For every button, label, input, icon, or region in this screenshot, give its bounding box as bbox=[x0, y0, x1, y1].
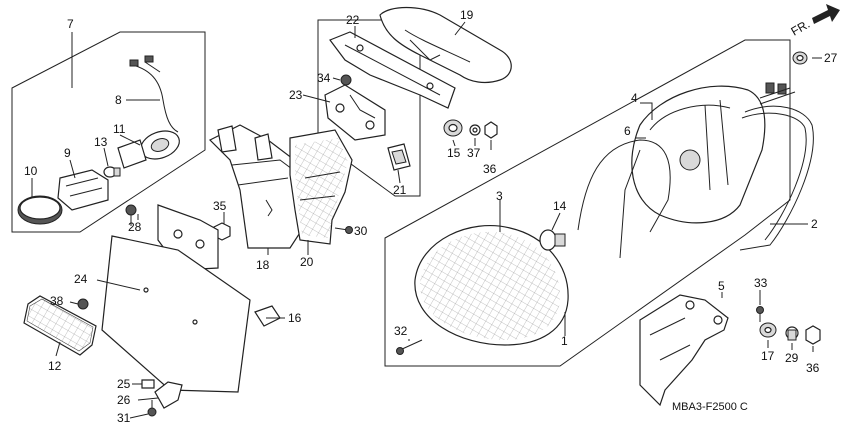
leader-lines bbox=[31, 21, 822, 419]
callout-4: 4 bbox=[631, 91, 638, 105]
callout-12: 12 bbox=[48, 359, 62, 373]
callout-34: 34 bbox=[317, 71, 331, 85]
bolt-28 bbox=[125, 204, 137, 226]
collar-29 bbox=[785, 326, 799, 341]
callout-13: 13 bbox=[94, 135, 108, 149]
screw-30 bbox=[334, 226, 353, 234]
callout-2: 2 bbox=[811, 217, 818, 231]
callout-30: 30 bbox=[354, 224, 368, 238]
diagram-code: MBA3-F2500 C bbox=[672, 401, 748, 413]
callout-11: 11 bbox=[113, 122, 126, 136]
callout-36-lower: 36 bbox=[806, 361, 820, 375]
callout-31: 31 bbox=[117, 411, 131, 425]
license-bracket-upper bbox=[329, 31, 456, 109]
callout-38: 38 bbox=[50, 294, 64, 308]
callout-37: 37 bbox=[467, 146, 481, 160]
taillight-bulb bbox=[539, 229, 566, 251]
screw-31 bbox=[147, 400, 157, 417]
rear-grab-cover bbox=[379, 6, 512, 84]
front-direction-arrow bbox=[812, 4, 840, 24]
bolt-38 bbox=[77, 298, 89, 310]
callout-6: 6 bbox=[624, 124, 631, 138]
grommet-15 bbox=[443, 119, 463, 137]
callout-3: 3 bbox=[496, 189, 503, 203]
callout-28: 28 bbox=[128, 220, 142, 234]
callout-32: 32 bbox=[394, 324, 408, 338]
callout-19: 19 bbox=[460, 8, 474, 22]
rear-fender-upper bbox=[208, 124, 306, 249]
bracket-26 bbox=[154, 381, 183, 409]
callout-labels: 7 8 11 9 13 10 22 19 34 23 21 35 28 30 1… bbox=[24, 8, 838, 425]
callout-35: 35 bbox=[213, 199, 227, 213]
taillight-housing bbox=[631, 85, 766, 224]
license-plate bbox=[101, 235, 251, 393]
bolt-33 bbox=[756, 306, 764, 322]
grommet-27 bbox=[792, 51, 808, 65]
license-bulb bbox=[103, 166, 121, 178]
bulb-socket bbox=[117, 130, 180, 169]
callout-22: 22 bbox=[346, 13, 360, 27]
nut-36-upper bbox=[484, 121, 498, 139]
callout-33: 33 bbox=[754, 276, 768, 290]
callout-21: 21 bbox=[393, 183, 407, 197]
callout-5: 5 bbox=[718, 279, 725, 293]
taillight-lens bbox=[414, 225, 569, 346]
collar-25 bbox=[141, 379, 155, 389]
callout-25: 25 bbox=[117, 377, 131, 391]
callout-20: 20 bbox=[300, 255, 314, 269]
grommet-17 bbox=[759, 322, 777, 338]
callout-9: 9 bbox=[64, 146, 71, 160]
rear-reflector bbox=[23, 295, 97, 356]
callout-14: 14 bbox=[553, 199, 567, 213]
callout-8: 8 bbox=[115, 93, 122, 107]
taillight-stay-5 bbox=[639, 294, 729, 407]
callout-27: 27 bbox=[824, 51, 838, 65]
callout-24: 24 bbox=[74, 272, 88, 286]
bracket-16 bbox=[254, 305, 281, 327]
license-light-housing bbox=[57, 169, 109, 211]
callout-29: 29 bbox=[785, 351, 799, 365]
housing-gasket-2 bbox=[739, 105, 814, 251]
rear-fender-lower bbox=[289, 129, 353, 245]
callout-7: 7 bbox=[67, 17, 74, 31]
callout-18: 18 bbox=[256, 258, 270, 272]
callout-26: 26 bbox=[117, 393, 131, 407]
callout-16: 16 bbox=[288, 311, 302, 325]
screw-32 bbox=[396, 339, 423, 355]
front-direction-label: FR. bbox=[789, 17, 813, 39]
license-light-lens bbox=[17, 195, 63, 225]
callout-23: 23 bbox=[289, 88, 303, 102]
callout-1: 1 bbox=[561, 334, 568, 348]
group-frame-left bbox=[11, 31, 206, 233]
taillight-connector bbox=[759, 82, 796, 105]
group-frame-taillight bbox=[384, 39, 791, 367]
callout-36-upper: 36 bbox=[483, 162, 497, 176]
callout-15: 15 bbox=[447, 146, 461, 160]
grommet-21 bbox=[387, 143, 411, 171]
wire-harness bbox=[129, 55, 179, 133]
lens-gasket-4 bbox=[577, 139, 671, 259]
callout-10: 10 bbox=[24, 164, 38, 178]
nut-36-lower bbox=[805, 325, 821, 345]
bolt-34 bbox=[340, 74, 352, 86]
callout-17: 17 bbox=[761, 349, 775, 363]
washer-37 bbox=[469, 124, 481, 136]
